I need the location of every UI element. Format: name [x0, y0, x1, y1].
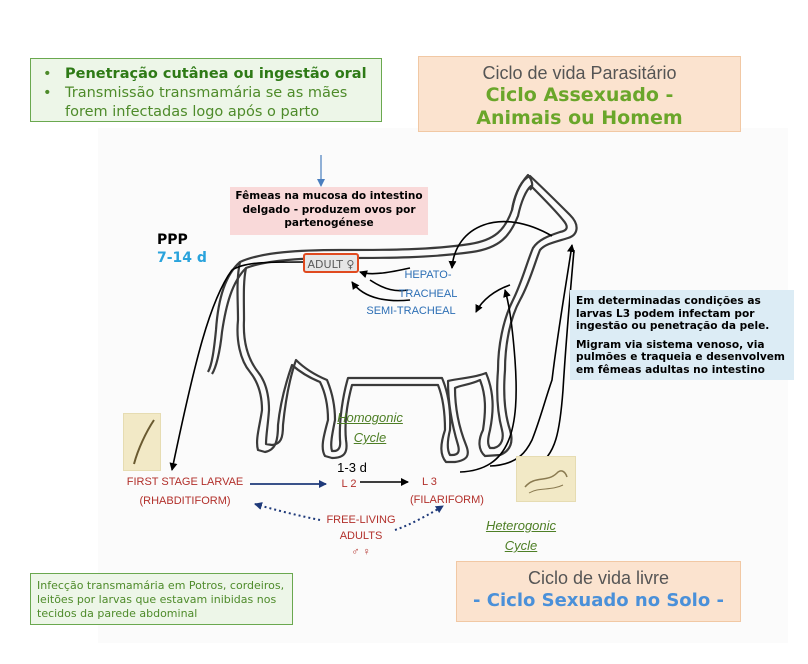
l2-label: L 2: [341, 478, 357, 490]
bullet-dot: •: [43, 85, 52, 101]
l3-line2: (FILARIFORM): [410, 494, 484, 506]
homogonic-cycle-label: Homogonic Cycle: [330, 408, 410, 448]
condition-para1: Em determinadas condições as larvas L3 p…: [576, 295, 770, 332]
asexual-cycle-line2: Animais ou Homem: [476, 107, 683, 129]
bullet-text: Penetração cutânea ou ingestão oral: [65, 66, 367, 82]
free-living-cycle-box: Ciclo de vida livre - Ciclo Sexuado no S…: [456, 561, 741, 622]
transmammary-info-box: Infecção transmamária em Potros, cordeir…: [30, 573, 293, 625]
homogonic-line2: Cycle: [353, 430, 387, 445]
hepato-line2: TRACHEAL: [398, 288, 458, 300]
heterogonic-line1: Heterogonic: [485, 518, 557, 533]
dotted-arrow-left: [254, 502, 321, 521]
bullet-text: Transmissão transmamária se as mães fore…: [65, 85, 348, 120]
diagram-background: [98, 128, 788, 643]
parasitic-cycle-title: Ciclo de vida Parasitário: [482, 63, 677, 83]
bullet-dot: •: [43, 66, 52, 82]
duration-label: 1-3 d: [337, 460, 367, 475]
bullet-item: • Penetração cutânea ou ingestão oral: [41, 65, 371, 84]
free-living-cycle-title: Ciclo de vida livre: [527, 568, 670, 588]
heterogonic-line2: Cycle: [504, 538, 538, 553]
parasitic-cycle-box: Ciclo de vida Parasitário Ciclo Assexuad…: [418, 56, 741, 132]
dog-outline: [207, 173, 578, 464]
first-stage-line2: (RHABDITIFORM): [139, 495, 231, 507]
condition-info-box: Em determinadas condições as larvas L3 p…: [570, 290, 794, 380]
bullet-item: • Transmissão transmamária se as mães for…: [41, 84, 371, 122]
females-mucosa-box: Fêmeas na mucosa do intestino delgado - …: [230, 187, 428, 235]
ppp-label: PPP 7-14 d: [157, 231, 207, 267]
condition-para2: Migram via sistema venoso, via pulmões e…: [576, 338, 785, 376]
ppp-value: 7-14 d: [157, 250, 207, 266]
ppp-title: PPP: [157, 232, 188, 248]
heterogonic-cycle-label: Heterogonic Cycle: [476, 516, 566, 556]
free-living-line2: ADULTS: [339, 530, 383, 542]
sexual-cycle-line: - Ciclo Sexuado no Solo -: [473, 590, 724, 611]
rhabditiform-larva-image: [123, 413, 161, 471]
first-stage-larvae-label: FIRST STAGE LARVAE (RHABDITIFORM): [120, 474, 250, 509]
l3-label: L 3 (FILARIFORM): [410, 474, 490, 508]
larva-icon: [524, 470, 568, 494]
free-living-line3: ♂ ♀: [351, 546, 371, 558]
hepato-line1: HEPATO-: [404, 269, 452, 281]
migration-arrows: [169, 220, 575, 486]
homogonic-line1: Homogonic: [337, 410, 403, 425]
larva-icon: [133, 419, 155, 465]
semi-tracheal-label: SEMI-TRACHEAL: [366, 305, 456, 317]
infection-routes-box: • Penetração cutânea ou ingestão oral • Tr…: [30, 58, 382, 122]
free-living-adults-label: FREE-LIVING ADULTS ♂ ♀: [316, 512, 406, 560]
hepato-tracheal-label: HEPATO- TRACHEAL: [388, 267, 468, 302]
asexual-cycle-line1: Ciclo Assexuado -: [485, 84, 674, 106]
l3-line1: L 3: [422, 476, 437, 488]
filariform-larva-image: [516, 456, 576, 502]
first-stage-line1: FIRST STAGE LARVAE: [126, 476, 244, 488]
adult-female-label: ADULT ♀: [303, 253, 359, 273]
free-living-line1: FREE-LIVING: [326, 514, 396, 526]
